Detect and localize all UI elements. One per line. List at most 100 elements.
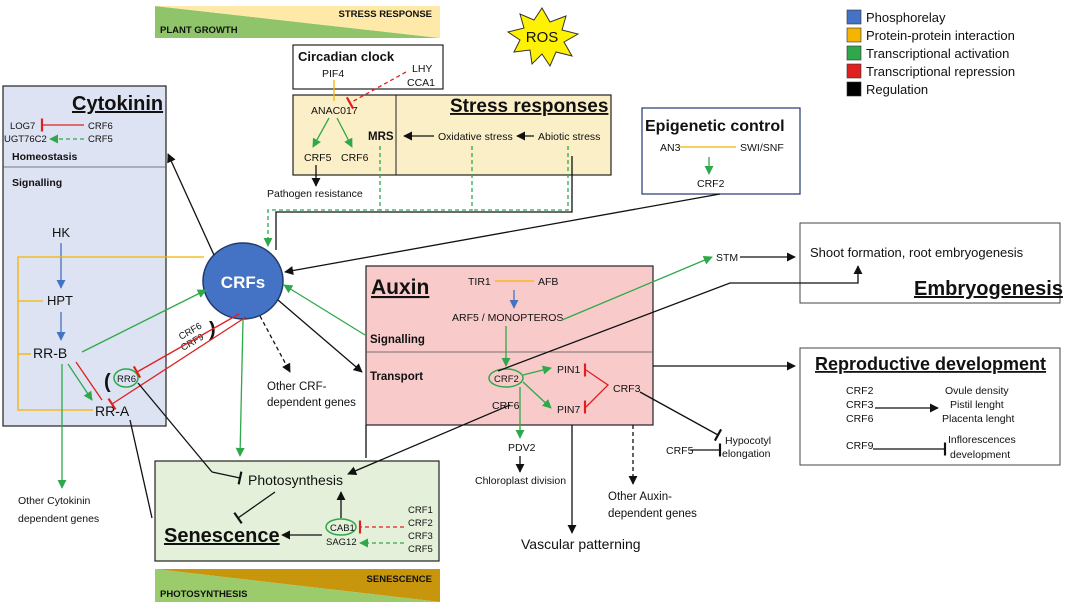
cyto-crf6-label: CRF6 [88, 121, 113, 132]
shoot-formation-label: Shoot formation, root embryogenesis [810, 245, 1024, 260]
ros-burst-icon [506, 7, 580, 68]
ros-label: ROS [526, 29, 559, 46]
abiotic-stress-label: Abiotic stress [538, 131, 600, 143]
edges [17, 71, 947, 548]
edge-crf6-photosynthesis [347, 404, 511, 475]
top-banner: PLANT GROWTH STRESS RESPONSE [155, 6, 440, 38]
edge-crfs-hpt-ppi [17, 256, 204, 411]
repro-crf3: CRF3 [846, 399, 874, 411]
arf5-label: ARF5 / MONOPTEROS [452, 312, 563, 324]
sen-crf5: CRF5 [408, 544, 433, 555]
sen-crf3: CRF3 [408, 531, 433, 542]
ros-star: ROS [506, 7, 580, 68]
legend-label-3: Transcriptional repression [866, 64, 1015, 79]
edge-crfs-cytokinin [167, 153, 215, 256]
auxin-crf3-label: CRF3 [613, 383, 641, 395]
edge-rrb-crfs [81, 289, 207, 353]
ugt-label: UGT76C2 [4, 134, 47, 145]
pin1-label: PIN1 [557, 364, 581, 376]
rr6-label: RR6 [117, 374, 136, 385]
pin7-label: PIN7 [557, 404, 581, 416]
hpt-label: HPT [47, 293, 73, 308]
repro-crf2: CRF2 [846, 385, 874, 397]
edge-oxidative-crfs [380, 146, 473, 211]
auxin-transport-label: Transport [370, 371, 423, 383]
stress-response-wedge [155, 6, 440, 38]
stress-title: Stress responses [450, 96, 608, 117]
epigenetic-control-box: Epigenetic control AN3 SWI/SNF CRF2 [641, 107, 801, 195]
edge-crfs-other-genes [259, 315, 291, 373]
legend-label-4: Regulation [866, 82, 928, 97]
cytokinin-title: Cytokinin [72, 93, 163, 115]
pathogen-resistance-label: Pathogen resistance [267, 188, 363, 200]
sag12-label: SAG12 [326, 537, 357, 548]
paren-right: ) [209, 319, 216, 341]
reproductive-title: Reproductive development [815, 354, 1046, 374]
hypocotyl-line1: Hypocotyl [725, 435, 771, 447]
legend-label-0: Phosphorelay [866, 10, 946, 25]
edge-anac017-crf6 [336, 117, 353, 148]
edge-abiotic-regulation [275, 156, 573, 250]
senescence-title: Senescence [164, 525, 280, 547]
cab1-label: CAB1 [330, 523, 355, 534]
photosynthesis-banner-label: PHOTOSYNTHESIS [160, 589, 247, 600]
repro-inflo-line1: Inflorescences [948, 434, 1016, 446]
lhy-label: LHY [412, 63, 432, 75]
repro-inflo-line2: development [950, 449, 1010, 461]
other-crf-genes-line2: dependent genes [267, 397, 356, 409]
repro-ovule: Ovule density [945, 385, 1009, 397]
legend-swatch-0 [846, 9, 862, 25]
edge-abiotic-crfs [472, 146, 569, 211]
repro-placenta: Placenta lenght [942, 413, 1014, 425]
sen-crf1: CRF1 [408, 505, 433, 516]
chloroplast-label: Chloroplast division [475, 475, 566, 487]
anac017-label: ANAC017 [311, 105, 358, 117]
edge-rrb-rra-repression [75, 361, 103, 401]
auxin-crf2-label: CRF2 [494, 374, 519, 385]
edge-lhy-anac017 [345, 71, 407, 110]
stm-label: STM [716, 252, 738, 264]
hk-label: HK [52, 225, 70, 240]
edge-crfs-auxin-transport [277, 299, 363, 373]
hypocotyl-line2: elongation [722, 448, 771, 460]
auxin-title: Auxin [371, 276, 429, 299]
swisnf-label: SWI/SNF [740, 142, 784, 154]
other-cytokinin-genes-line1: Other Cytokinin [18, 495, 91, 507]
homeostasis-label: Homeostasis [12, 151, 78, 163]
crfs-label: CRFs [221, 273, 265, 292]
circadian-title: Circadian clock [298, 49, 395, 64]
repro-crf6: CRF6 [846, 413, 874, 425]
crfs-node: CRFs [202, 242, 284, 320]
auxin-crf2-ellipse [488, 368, 524, 388]
other-auxin-genes-line1: Other Auxin- [608, 491, 672, 503]
hypocotyl-crf5-label: CRF5 [666, 445, 694, 457]
bottom-banner: SENESCENCE PHOTOSYNTHESIS [155, 569, 440, 602]
legend-swatch-2 [846, 45, 862, 61]
sen-crf2: CRF2 [408, 518, 433, 529]
edge-crf2-pin7 [522, 381, 552, 409]
senescence-banner-label: SENESCENCE [367, 574, 432, 585]
epigenetic-title: Epigenetic control [645, 118, 785, 135]
afb-label: AFB [538, 276, 558, 288]
repro-pistil: Pistil lenght [950, 399, 1004, 411]
cyto-crf5-label: CRF5 [88, 134, 113, 145]
stress-responses-box: Stress responses ANAC017 CRF5 CRF6 MRS O… [292, 94, 612, 176]
paren-left: ( [104, 371, 111, 393]
edge-crfs-rra [107, 316, 247, 411]
edge-auxin-signalling-crfs [283, 284, 366, 336]
legend-swatch-3 [846, 63, 862, 79]
other-crf-genes-line1: Other CRF- [267, 381, 327, 393]
vascular-label: Vascular patterning [521, 536, 641, 552]
edge-crf3-hypocotyl [639, 391, 723, 442]
photosynthesis-label: Photosynthesis [248, 472, 343, 488]
legend-label-1: Protein-protein interaction [866, 28, 1015, 43]
edge-photosynthesis-bar [211, 471, 243, 485]
embryogenesis-box: Shoot formation, root embryogenesis Embr… [799, 222, 1063, 304]
oxidative-stress-label: Oxidative stress [438, 131, 513, 143]
other-auxin-genes-line2: dependent genes [608, 508, 697, 520]
photosynthesis-wedge [155, 569, 440, 602]
edge-crf2-embryogenesis [497, 265, 863, 372]
legend-swatch-4 [846, 81, 862, 97]
